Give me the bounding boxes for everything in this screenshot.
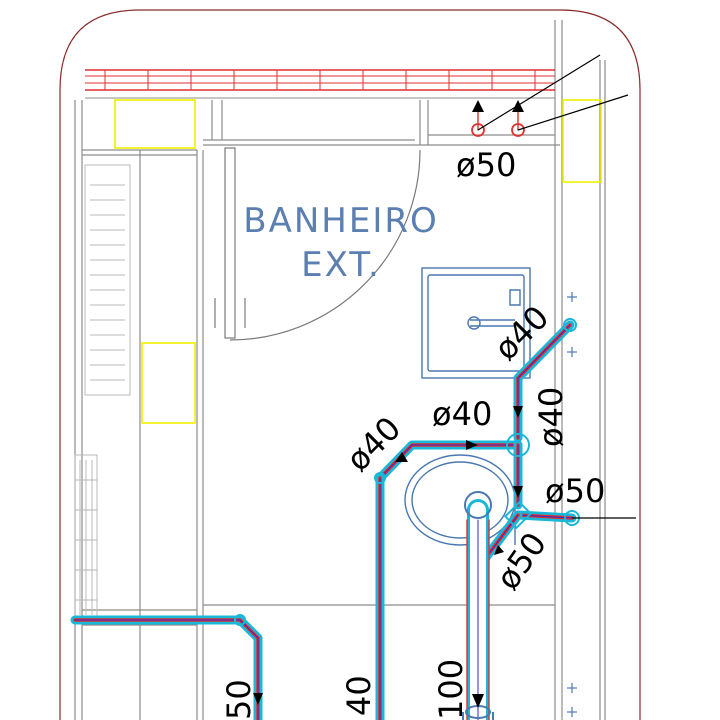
yellow-beams [114,99,602,424]
label-box-out: ø50 [545,472,605,510]
roof-band [85,69,555,99]
room-name: BANHEIRO [243,201,438,241]
plus-markers [567,292,577,717]
room-name-ext: EXT. [301,245,381,285]
label-left-diag: ø40 [339,409,409,479]
label-bottom-left: 50 [220,679,258,720]
label-sink-diag: ø40 [487,298,557,368]
pipe-fittings [234,318,580,720]
sink [421,267,531,379]
pipes [70,104,577,720]
door [214,147,421,341]
label-sink-vertical: ø40 [532,387,570,447]
toilet [404,454,516,546]
label-bottom-right: 100 [432,659,470,720]
label-mid-horizontal: ø40 [432,395,492,433]
label-top-vent: ø50 [456,146,516,184]
label-bottom-mid: 40 [340,675,378,716]
leader-lines [477,54,636,519]
viewport-frame [59,9,641,720]
stair-hatch [74,164,131,621]
